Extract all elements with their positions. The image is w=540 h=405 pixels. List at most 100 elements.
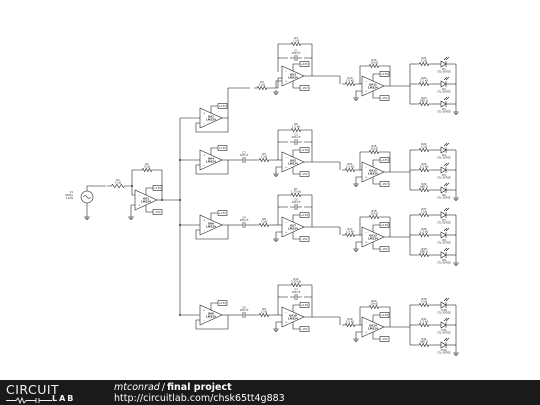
capacitor-value: 100 nF [292, 51, 301, 55]
led-symbol [440, 211, 447, 219]
opamp-name: OA5 [290, 159, 296, 163]
rail-label: +15V [154, 186, 161, 190]
led-model: LTL-307EE [437, 156, 451, 160]
led-symbol [440, 166, 447, 174]
resistor-name: R32 [421, 337, 426, 341]
resistor-value: 10 kΩ [370, 146, 378, 150]
led-emission-arrows [443, 182, 450, 187]
rail-label: +15V [301, 148, 308, 152]
capacitor-name: C7 [294, 288, 298, 292]
rail-label: +15V [381, 158, 388, 162]
led-symbol [440, 231, 447, 239]
rail-wire [372, 91, 380, 99]
source-frequency: 1 kHz [66, 196, 74, 200]
led-name: D9 [442, 258, 446, 262]
resistor-value: 1.2 kΩ [292, 124, 300, 128]
resistor-name: R26 [421, 182, 426, 186]
wire [270, 78, 279, 89]
resistor-name: R13 [347, 76, 352, 80]
rail-box [379, 71, 390, 77]
rail-box [299, 236, 310, 242]
led-model: LTL-307EE [437, 241, 451, 245]
resistor-value: 10 kΩ [370, 60, 378, 64]
project-author-link[interactable]: mtconrad [114, 382, 160, 393]
led-model: LTL-307EE [437, 331, 451, 335]
rail-wire [292, 149, 300, 157]
opamp-input-sign: − [203, 122, 205, 125]
wire [130, 204, 135, 215]
led-model: LTL-307EE [437, 196, 451, 200]
resistor-name: R1 [116, 178, 120, 182]
resistor-symbol [416, 322, 432, 328]
led-emission-arrows [443, 227, 450, 232]
junction-dot [179, 159, 181, 161]
resistor-value: 680 Ω [420, 184, 428, 188]
led-name: D12 [441, 348, 447, 352]
rail-wire [372, 159, 380, 167]
resistor-value: 1.5 kΩ [346, 164, 354, 168]
opamp-input-sign: − [365, 231, 367, 234]
project-url-link[interactable]: http://circuitlab.com/chsk65tt4g883 [114, 393, 285, 404]
footer-bar: CIRCUIT LAB mtconrad/final project http:… [0, 380, 540, 405]
resistor-value: 2.2 kΩ [420, 229, 428, 233]
led-symbol [440, 60, 447, 68]
ground-symbol [453, 261, 459, 266]
wire [275, 321, 282, 327]
capacitor-name: C3 [294, 133, 298, 137]
rail-wire [292, 167, 300, 175]
resistor-name: R9 [262, 307, 266, 311]
resistor-name: R30 [421, 297, 426, 301]
source-value: 60mV [65, 193, 73, 197]
capacitor-symbol [238, 157, 250, 163]
resistor-symbol [416, 302, 432, 308]
resistor-symbol [416, 252, 432, 258]
opamp-input-sign: − [203, 164, 205, 167]
led-model: LTL-307EE [437, 70, 451, 74]
rail-wire [372, 314, 380, 322]
opamp-name: OA2 [208, 115, 214, 119]
led-model: LTL-307EE [437, 221, 451, 225]
resistor-symbol [256, 222, 272, 228]
led-name: D11 [441, 328, 447, 332]
rail-label: -15V [381, 247, 387, 251]
opamp-model: LM324 [206, 118, 216, 122]
rail-wire [292, 304, 300, 312]
led-symbol [440, 80, 447, 88]
resistor-name: R24 [421, 142, 426, 146]
opamp-input-sign: + [203, 153, 205, 157]
wire [278, 43, 313, 76]
resistor-name: R6 [294, 122, 298, 126]
opamp-input-sign: + [365, 175, 367, 179]
opamp-model: LM324 [206, 315, 216, 319]
project-title-line: mtconrad/final project [114, 382, 232, 393]
capacitor-value: 100 nF [292, 135, 301, 139]
opamp-input-sign: − [285, 311, 287, 314]
opamp-model: LM324 [141, 200, 151, 204]
opamp-input-sign: + [138, 203, 140, 207]
circuitlab-logo[interactable]: CIRCUIT LAB [6, 382, 96, 404]
opamp-name: OA1 [143, 197, 149, 201]
wire [278, 284, 313, 317]
follower-feedback [195, 314, 229, 330]
led-emission-arrows [443, 207, 450, 212]
led-name: D2 [442, 87, 446, 91]
rail-box [152, 185, 163, 191]
capacitor-value: 100 nF [292, 200, 301, 204]
logo-trace-icon [6, 397, 52, 404]
opamp-input-sign: + [365, 240, 367, 244]
resistor-name: R15 [347, 162, 352, 166]
led-name: D7 [442, 218, 446, 222]
wire [359, 65, 366, 84]
opamp-input-sign: − [285, 221, 287, 224]
resistor-symbol [366, 63, 382, 69]
capacitor-symbol [290, 294, 302, 300]
ground-symbol [84, 215, 90, 220]
led-model: LTL-307EE [437, 351, 451, 355]
opamp-name: OA4 [208, 157, 214, 161]
opamp-input-sign: + [365, 89, 367, 93]
logo-wordmark-top: CIRCUIT [6, 382, 60, 397]
rail-box [299, 326, 310, 332]
resistor-symbol [288, 41, 304, 47]
